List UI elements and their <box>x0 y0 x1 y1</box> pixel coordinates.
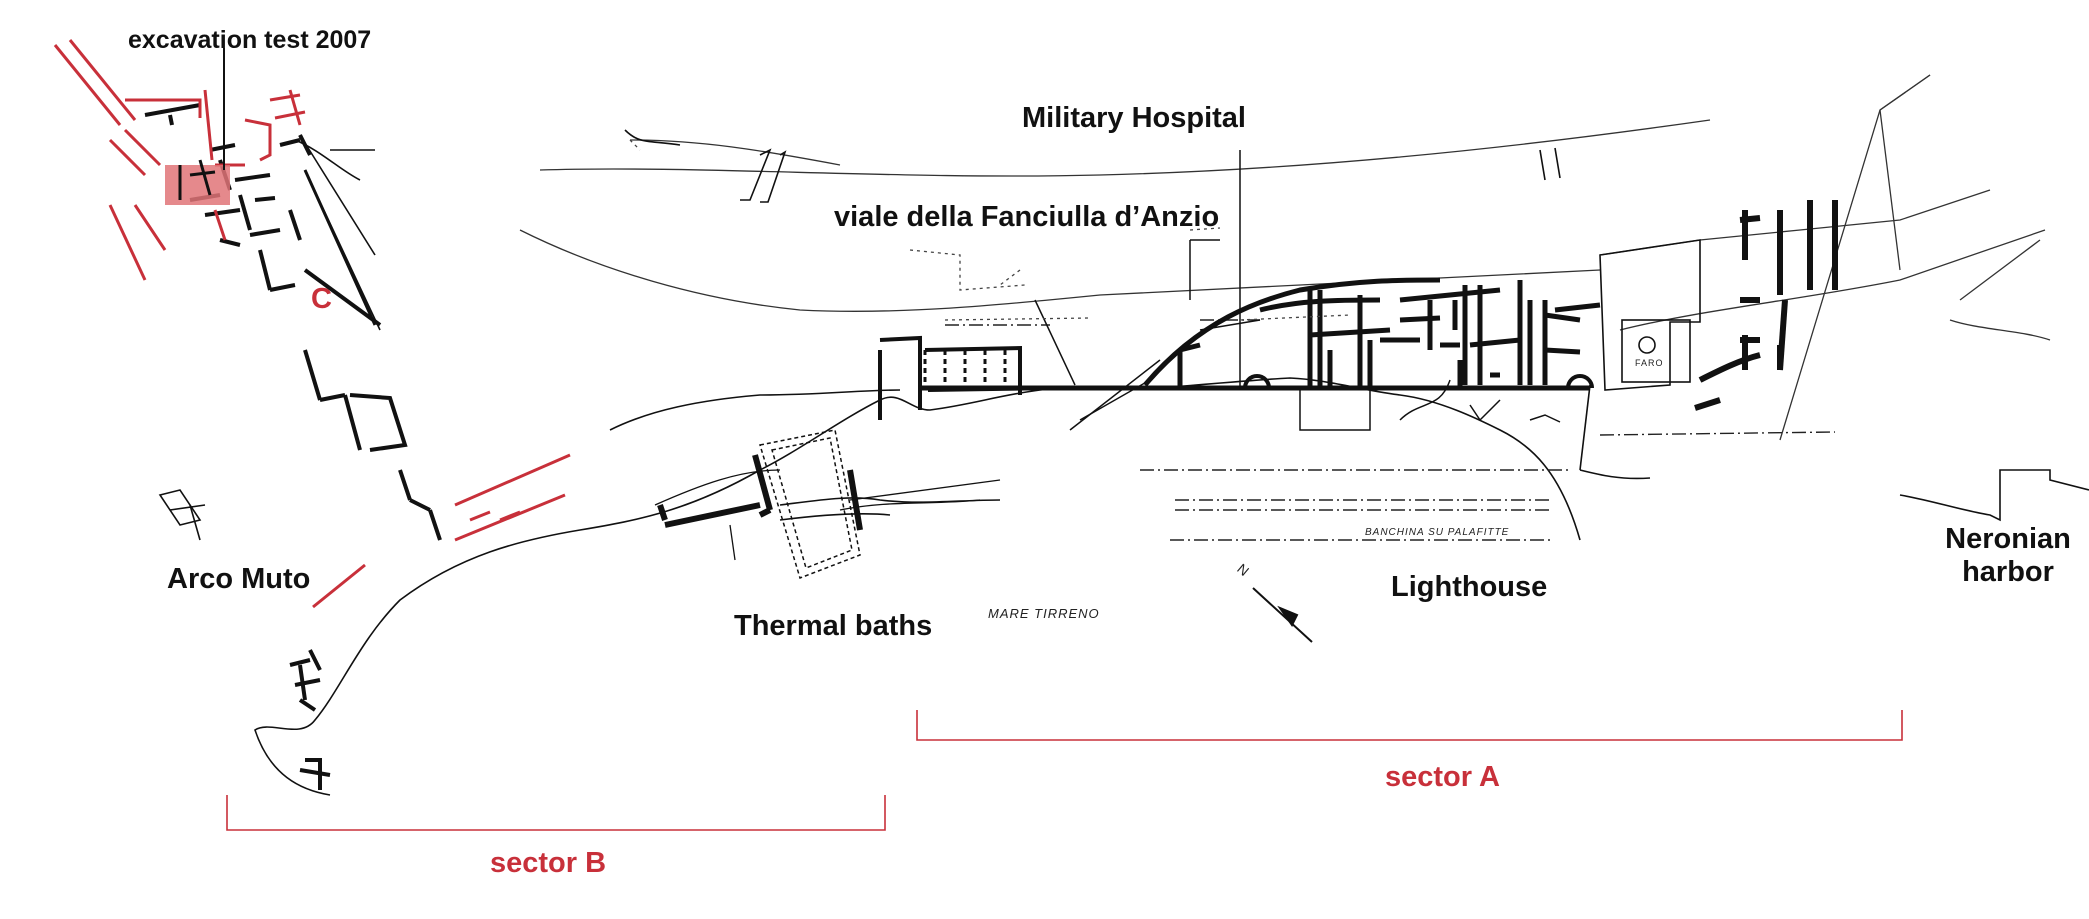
red-wall-lines <box>53 39 571 609</box>
thermal-walls <box>657 454 863 531</box>
faro-label: FARO <box>1635 358 1664 368</box>
excavation-area-highlight <box>165 165 230 205</box>
mare-tirreno-label: MARE TIRRENO <box>988 606 1100 621</box>
excavation-test-label: excavation test 2007 <box>128 26 372 54</box>
lighthouse-label: Lighthouse <box>1391 571 1548 603</box>
road-breaks <box>740 147 1561 203</box>
arco-muto-structures <box>289 649 331 790</box>
sector-c-long-wall <box>303 169 377 326</box>
sector-a-label: sector A <box>1385 761 1500 793</box>
viale-label: viale della Fanciulla d’Anzio <box>834 201 1220 233</box>
neronian-line-2: harbor <box>1962 556 2054 588</box>
sector-b-label: sector B <box>490 847 607 879</box>
excavation-area-walls <box>178 159 216 200</box>
sector-c-label: C <box>311 283 332 315</box>
neronian-line-1: Neronian <box>1945 523 2071 555</box>
sector-c-structures <box>144 103 442 541</box>
north-arrow <box>1252 587 1313 643</box>
lighthouse-thin <box>1034 150 1561 431</box>
thermal-baths-rectangle <box>759 429 861 579</box>
sector-b-bracket <box>226 795 886 831</box>
viale-paths <box>629 139 1351 321</box>
roads <box>519 74 2051 441</box>
sector-c-thin <box>158 129 681 541</box>
faro-building <box>1579 239 1701 471</box>
sector-a-bracket <box>916 710 1903 741</box>
coastline <box>254 377 2089 796</box>
thermal-bath-structures <box>878 335 1061 420</box>
thermal-baths-label: Thermal baths <box>734 610 933 642</box>
thermal-thin <box>654 469 1001 561</box>
lighthouse-arches <box>1243 374 1594 389</box>
arco-muto-label: Arco Muto <box>167 563 311 595</box>
neronian-harbor-label: Neronian harbor <box>1938 525 2078 587</box>
military-hospital-label: Military Hospital <box>1022 102 1246 134</box>
thermal-dashed <box>923 350 1007 390</box>
faro-walls <box>1694 200 1838 411</box>
quay-lines <box>945 319 1836 541</box>
banchina-label: BANCHINA SU PALAFITTE <box>1365 527 1510 538</box>
